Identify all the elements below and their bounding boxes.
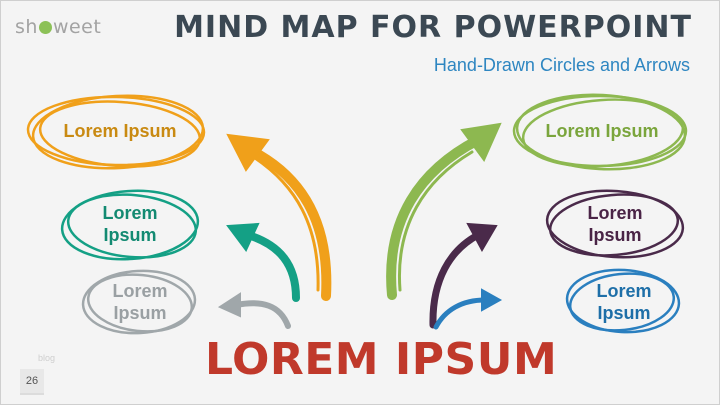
arrow-orange: [226, 133, 332, 301]
node-green: Lorem Ipsum: [545, 121, 659, 141]
circle-orange: [26, 94, 206, 170]
circle-gray: [81, 269, 197, 335]
node-orange: Lorem Ipsum: [63, 121, 177, 141]
circle-purple: [545, 189, 685, 259]
arrow-blue: [433, 288, 503, 330]
circle-blue: [565, 268, 681, 334]
node-gray: Lorem Ipsum: [112, 281, 168, 323]
arrow-green: [386, 122, 502, 300]
arrow-purple: [429, 222, 498, 329]
arrow-teal: [226, 222, 300, 302]
node-blue: Lorem Ipsum: [596, 281, 652, 323]
logo-dot-icon: [38, 21, 52, 34]
page-number: 26: [20, 369, 44, 395]
central-topic: LOREM IPSUM: [205, 334, 558, 385]
page-subtitle: Hand-Drawn Circles and Arrows: [433, 55, 690, 75]
circle-green: [512, 93, 688, 171]
node-teal: Lorem Ipsum: [102, 203, 158, 245]
node-purple: Lorem Ipsum: [587, 203, 643, 245]
circle-teal: [60, 189, 200, 261]
blog-watermark: blog: [38, 353, 56, 363]
arrow-gray: [217, 292, 291, 329]
page-title: MIND MAP FOR POWERPOINT: [174, 10, 692, 45]
